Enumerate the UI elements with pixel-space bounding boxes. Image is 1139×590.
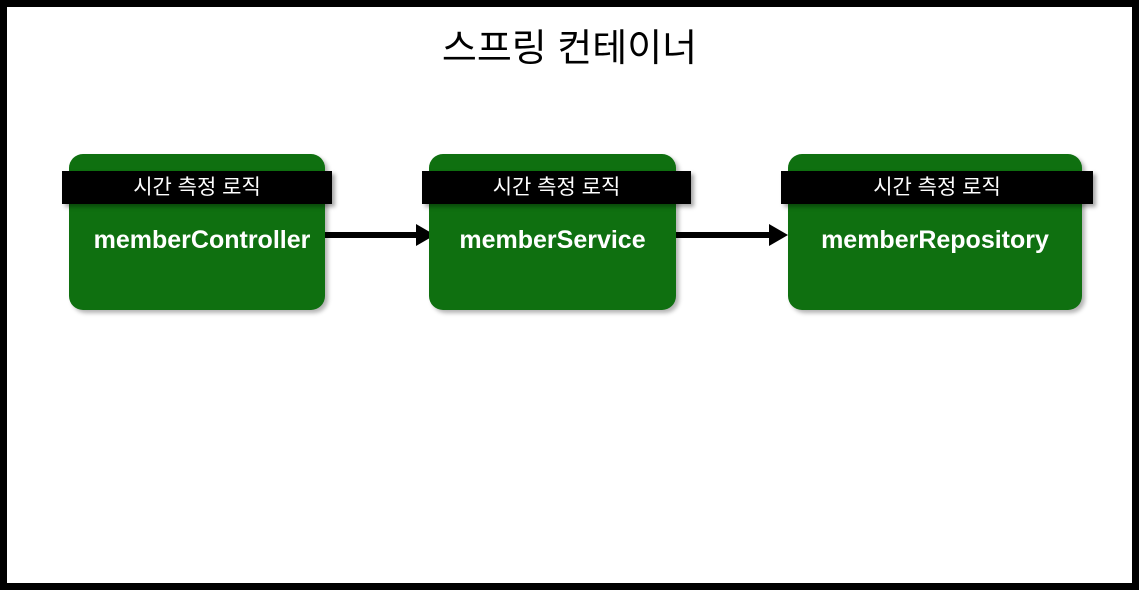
bean-label: memberRepository (821, 226, 1049, 254)
arrow-shaft (676, 232, 770, 238)
time-measure-banner: 시간 측정 로직 (781, 171, 1093, 204)
arrow-shaft (325, 232, 417, 238)
edge-controller-service (325, 224, 435, 246)
banner-label: 시간 측정 로직 (873, 176, 1001, 199)
arrow-head-icon (769, 224, 788, 246)
bean-node-member-service: 시간 측정 로직 memberService (422, 147, 692, 317)
bean-node-member-repository: 시간 측정 로직 memberRepository (781, 147, 1101, 317)
time-measure-banner: 시간 측정 로직 (422, 171, 691, 204)
banner-label: 시간 측정 로직 (133, 176, 261, 199)
banner-label: 시간 측정 로직 (492, 176, 621, 199)
bean-label: memberService (459, 226, 646, 254)
page-title: 스프링 컨테이너 (441, 28, 698, 70)
edge-service-repository (676, 224, 788, 246)
bean-label: memberController (93, 226, 311, 254)
time-measure-banner: 시간 측정 로직 (62, 171, 332, 204)
bean-node-member-controller: 시간 측정 로직 memberController (62, 147, 342, 317)
